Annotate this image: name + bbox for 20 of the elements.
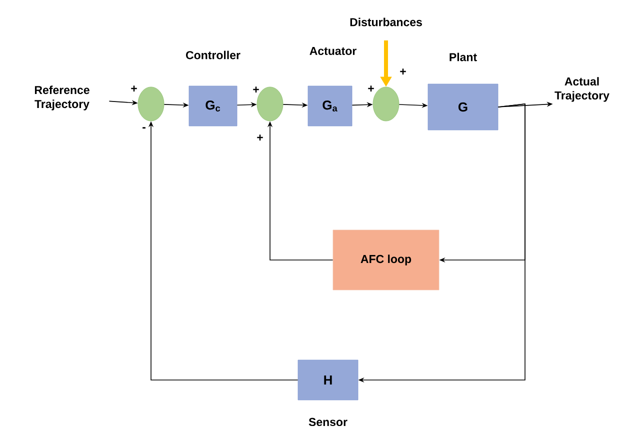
block-caption: Sensor <box>308 418 348 426</box>
block-box: H <box>298 360 358 400</box>
signal-label: Reference Trajectory <box>34 86 90 110</box>
block-box: G$_{c}$ <box>188 86 238 126</box>
sign-label: + <box>368 86 374 92</box>
sign-label: + <box>131 86 137 92</box>
sign-label: + <box>253 86 259 92</box>
sign-label: - <box>142 127 146 129</box>
block-box: AFC loop <box>332 230 440 290</box>
block-box: G <box>428 84 498 130</box>
block-caption: Plant <box>450 52 477 62</box>
block-box: G$_{a}$ <box>308 86 352 126</box>
sign-label: + <box>257 134 263 140</box>
block-caption: Controller <box>186 50 240 60</box>
block-caption: Actuator <box>310 47 356 55</box>
summing-junction <box>138 86 164 122</box>
sign-label: + <box>400 68 406 74</box>
signal-label: Disturbances <box>350 18 422 26</box>
signal-label: Actual Trajectory <box>554 77 610 102</box>
summing-junction <box>372 86 400 122</box>
